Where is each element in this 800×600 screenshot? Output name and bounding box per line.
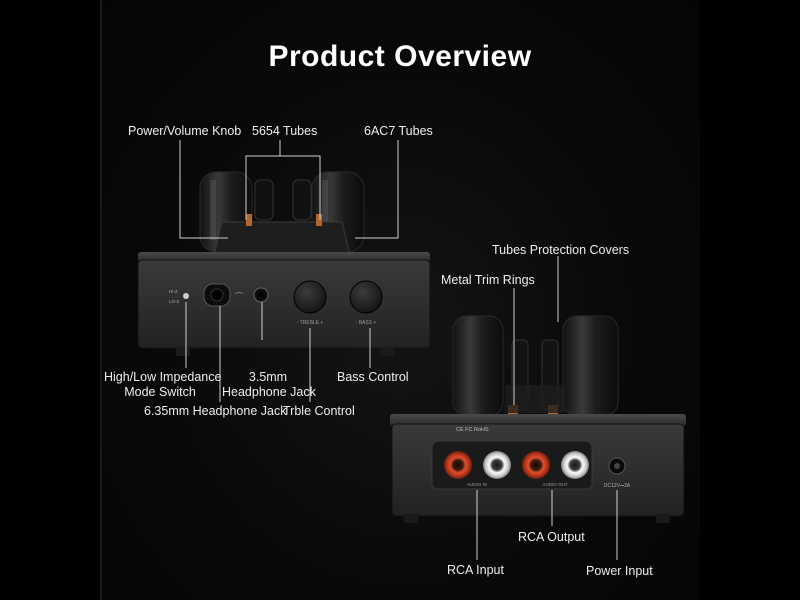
label-metal-trim-rings: Metal Trim Rings [441, 273, 535, 287]
impedance-switch [183, 293, 189, 299]
label-635-jack: 6.35mm Headphone Jack [144, 404, 287, 418]
callout-lines [179, 140, 618, 560]
power-volume-knob [213, 221, 351, 257]
treble-marking: - TREBLE + [297, 320, 324, 326]
rca-input-red [444, 451, 472, 479]
cert-marking: CE FC RoHS [456, 427, 489, 433]
rca-output-red [522, 451, 550, 479]
foot [404, 514, 418, 523]
label-impedance-switch: High/Low Impedance Mode Switch [104, 370, 222, 400]
label-bass-control: Bass Control [337, 370, 409, 384]
label-rca-output: RCA Output [518, 530, 585, 544]
label-impedance-switch-line1: High/Low Impedance [104, 370, 222, 384]
audio-in-marking: AUDIO IN [467, 482, 487, 487]
front-lo-text: LO-Z [169, 299, 180, 304]
trim-ring [246, 214, 252, 226]
trim-ring [316, 214, 322, 226]
label-35-jack: 3.5mm Headphone Jack [222, 370, 316, 400]
bass-marking: - BASS + [356, 320, 377, 326]
foot [380, 348, 394, 356]
audio-out-marking: AUDIO OUT [542, 482, 567, 487]
bass-knob [349, 280, 383, 314]
tube-cover-left [452, 315, 504, 417]
foot [656, 514, 670, 523]
dc-marking: DC12V⎓3A [604, 483, 631, 489]
label-tubes-protection-covers: Tubes Protection Covers [492, 243, 630, 257]
label-impedance-switch-line2: Mode Switch [124, 385, 196, 399]
label-power-volume-knob: Power/Volume Knob [128, 124, 242, 138]
label-power-input: Power Input [586, 564, 653, 578]
label-rca-input: RCA Input [447, 563, 504, 577]
label-6ac7-tubes: 6AC7 Tubes [364, 124, 433, 138]
rca-panel [431, 440, 593, 490]
headphone-icon: ⌒ [235, 292, 243, 301]
label-35-jack-line1: 3.5mm [248, 370, 288, 384]
divider-line [100, 0, 102, 600]
rear-amplifier: CE FC RoHS AUDIO IN AUDIO OUT DC12V⎓3A [390, 315, 686, 523]
rca-output-white [561, 451, 589, 479]
left-border [0, 0, 100, 600]
label-35-jack-line2: Headphone Jack [222, 385, 316, 399]
rear-body-top [390, 414, 686, 426]
front-hi-text: HI-Z [169, 289, 178, 294]
tube-5654-left [254, 179, 274, 221]
tube-cover-right [562, 315, 619, 417]
label-5654-tubes: 5654 Tubes [252, 124, 318, 138]
treble-knob [293, 280, 327, 314]
tube-5654-right [292, 179, 312, 221]
rca-input-white [483, 451, 511, 479]
front-amplifier: HI-Z LO-Z ⌒ - TREBLE + - BASS + [137, 171, 431, 356]
label-treble-control: Trble Control [283, 404, 355, 418]
foot [176, 348, 190, 356]
right-border [700, 0, 800, 600]
page-title: Product Overview [268, 40, 532, 73]
front-body [137, 259, 431, 349]
